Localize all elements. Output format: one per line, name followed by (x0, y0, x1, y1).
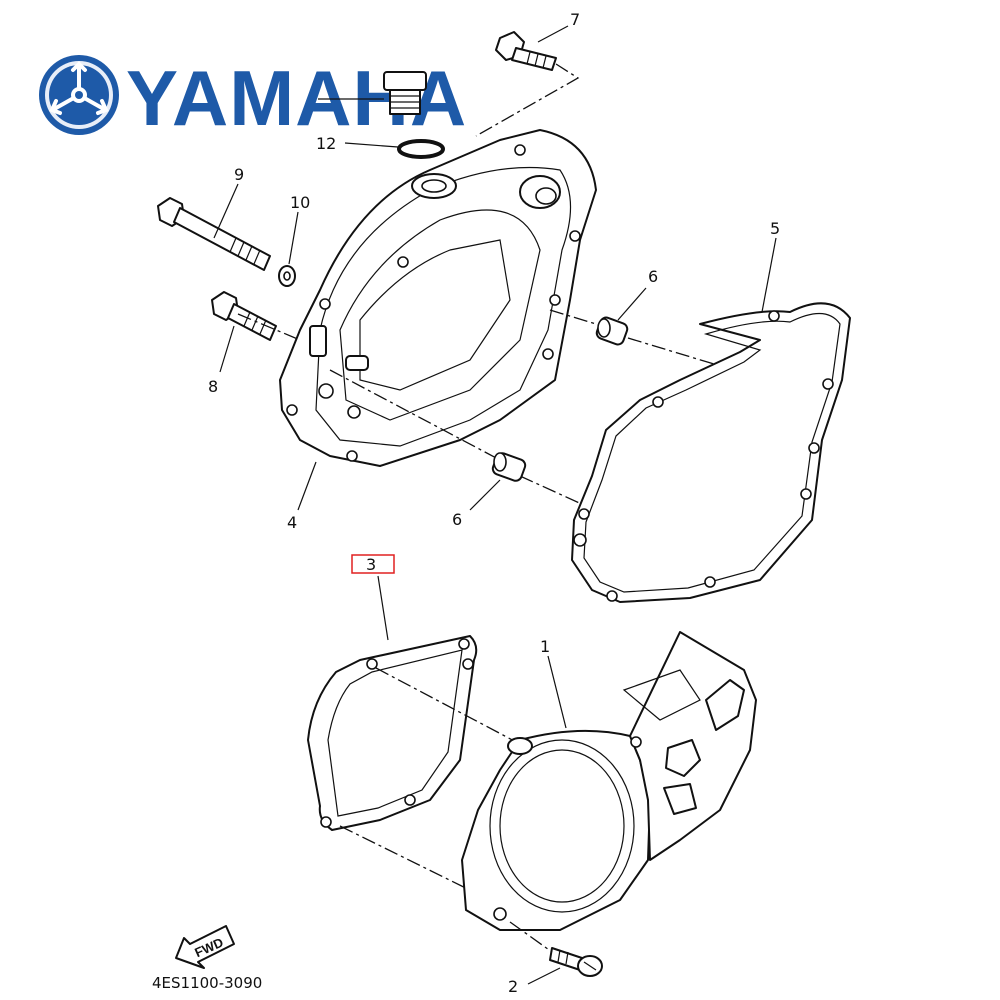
dash-screw-2 (509, 921, 553, 953)
callout-5: 5 (770, 219, 780, 238)
oil-filler-plug (383, 71, 427, 115)
crankcase-gasket-5 (571, 302, 851, 603)
dash-bolt-7 (475, 63, 580, 137)
callout-2: 2 (508, 977, 518, 996)
dash-cover-gasket-4 (519, 475, 587, 507)
leader-4 (297, 461, 317, 511)
yamaha-logo: YAMAHA (39, 54, 466, 142)
bolt-9 (157, 197, 271, 271)
leader-8 (219, 325, 235, 373)
callout-7: 7 (570, 10, 580, 29)
callout-12: 12 (316, 134, 336, 153)
dash-cover-gasket-1 (549, 309, 597, 325)
leader-2 (527, 967, 561, 985)
leader-10 (288, 211, 299, 265)
o-ring (397, 139, 445, 159)
callout-4: 4 (287, 513, 297, 532)
ignition-cover-gasket-3 (307, 635, 478, 831)
leader-1 (547, 655, 567, 729)
callout-8: 8 (208, 377, 218, 396)
diagram-code: 4ES1100-3090 (152, 974, 262, 992)
dash-gasket-3 (339, 825, 491, 901)
leader-12 (344, 142, 399, 148)
highlight-box-3 (351, 554, 395, 574)
callout-1: 1 (540, 637, 550, 656)
leader-9 (213, 183, 239, 239)
leader-6a (617, 287, 647, 321)
crankcase-cover-4 (279, 129, 597, 467)
ignition-cover-1 (461, 631, 757, 931)
leader-7 (537, 25, 569, 43)
leader-3 (377, 575, 389, 641)
dash-gasket-3-top (375, 667, 521, 745)
bolt-8 (211, 291, 277, 341)
leader-5 (761, 237, 777, 313)
callout-9: 9 (234, 165, 244, 184)
dowel-pin-upper (595, 316, 629, 346)
bolt-7 (495, 31, 557, 71)
dash-bolt-8 (237, 313, 301, 341)
callout-10: 10 (290, 193, 310, 212)
dowel-pin-lower (491, 452, 527, 482)
yamaha-tuning-fork-emblem (39, 55, 119, 135)
callout-6b: 6 (452, 510, 462, 529)
callout-3: 3 (366, 555, 376, 574)
leader-6b (469, 479, 501, 511)
screw-2 (549, 947, 603, 977)
dash-cover-gasket-3 (329, 369, 501, 461)
callout-6a: 6 (648, 267, 658, 286)
fwd-arrow-icon: FWD (175, 925, 235, 969)
